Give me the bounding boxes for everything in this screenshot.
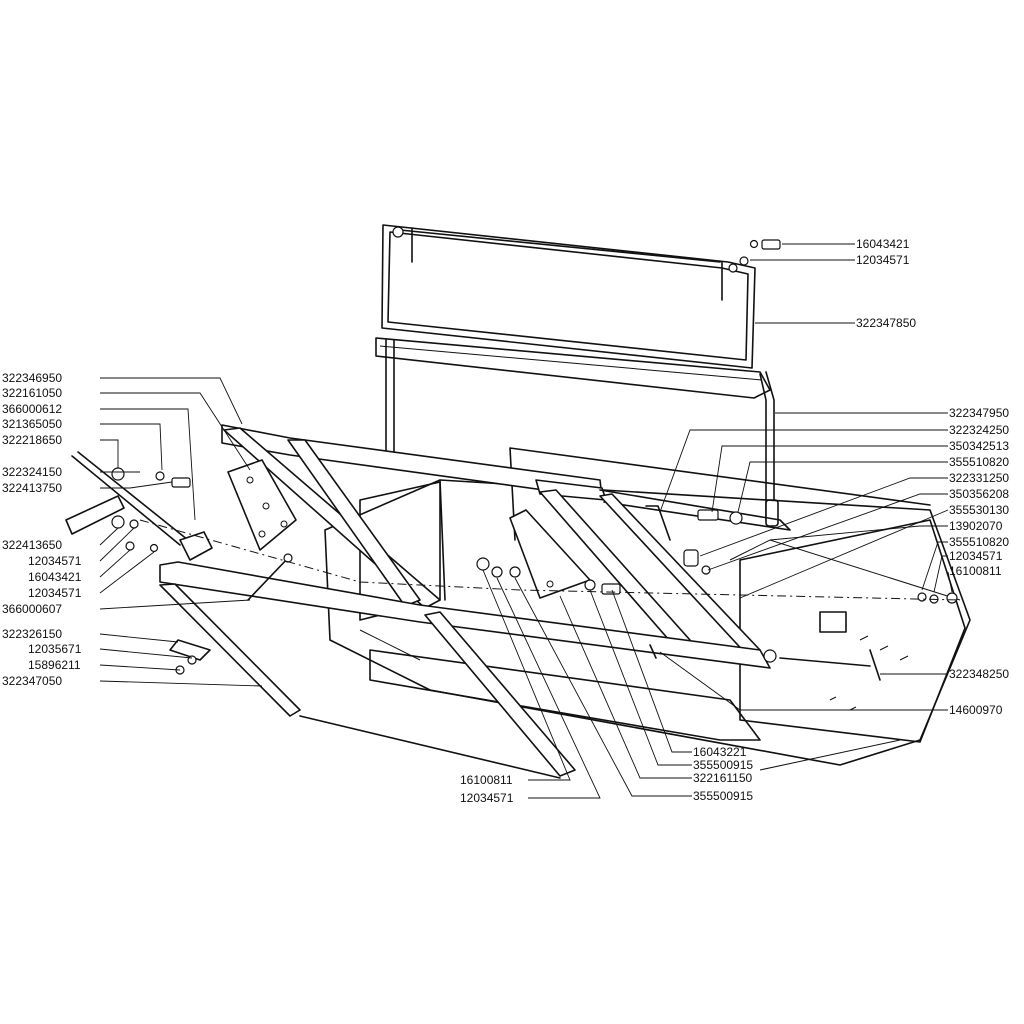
part-number-label: 322161150 — [693, 771, 753, 785]
part-number-label: 366000607 — [2, 602, 62, 616]
diagonal-strut-left — [223, 427, 441, 609]
part-number-label: 322324150 — [2, 465, 62, 479]
part-number-label: 322326150 — [2, 627, 62, 641]
part-number-label: 322413650 — [2, 538, 62, 552]
part-number-label: 12034571 — [28, 586, 82, 600]
part-number-label: 322347850 — [856, 316, 916, 330]
backrest-frame — [375, 224, 779, 527]
part-number-label: 322218650 — [2, 433, 62, 447]
part-number-label: 322348250 — [949, 667, 1009, 681]
part-number-label: 355530130 — [949, 503, 1009, 517]
part-number-label: 12034571 — [28, 554, 82, 568]
part-number-label: 355500915 — [693, 758, 753, 772]
part-number-label: 16043221 — [693, 745, 747, 759]
part-number-label: 322161050 — [2, 386, 62, 400]
part-number-label: 350342513 — [949, 439, 1009, 453]
part-number-label: 16043421 — [28, 570, 82, 584]
part-number-label: 13902070 — [949, 519, 1003, 533]
part-number-label: 14600970 — [949, 703, 1003, 717]
part-number-label: 322347050 — [2, 674, 62, 688]
leader-lines — [99, 243, 953, 799]
part-number-label: 12034571 — [949, 549, 1003, 563]
part-number-label: 350356208 — [949, 487, 1009, 501]
part-number-label: 15896211 — [28, 658, 81, 672]
part-number-label: 355500915 — [693, 789, 753, 803]
side-bracket-plate — [227, 459, 297, 551]
part-number-label: 321365050 — [2, 417, 62, 431]
part-number-label: 322413750 — [2, 481, 62, 495]
part-number-label: 322331250 — [949, 471, 1009, 485]
part-number-label: 322347950 — [949, 406, 1009, 420]
part-number-label: 322346950 — [2, 371, 62, 385]
part-number-label: 12034571 — [460, 791, 514, 805]
part-number-label: 366000612 — [2, 402, 62, 416]
front-rail — [159, 561, 771, 779]
centerline — [139, 519, 961, 601]
part-number-label: 355510820 — [949, 455, 1009, 469]
part-number-label: 355510820 — [949, 535, 1009, 549]
part-number-label: 16100811 — [460, 773, 513, 787]
part-labels: 16043421 12034571 322347850 322347950 32… — [2, 237, 1009, 805]
part-number-label: 16043421 — [856, 237, 910, 251]
part-number-label: 12034571 — [856, 253, 910, 267]
left-hinge-hardware — [65, 451, 293, 675]
part-number-label: 16100811 — [949, 564, 1002, 578]
part-number-label: 322324250 — [949, 423, 1009, 437]
part-number-label: 12035671 — [28, 642, 82, 656]
